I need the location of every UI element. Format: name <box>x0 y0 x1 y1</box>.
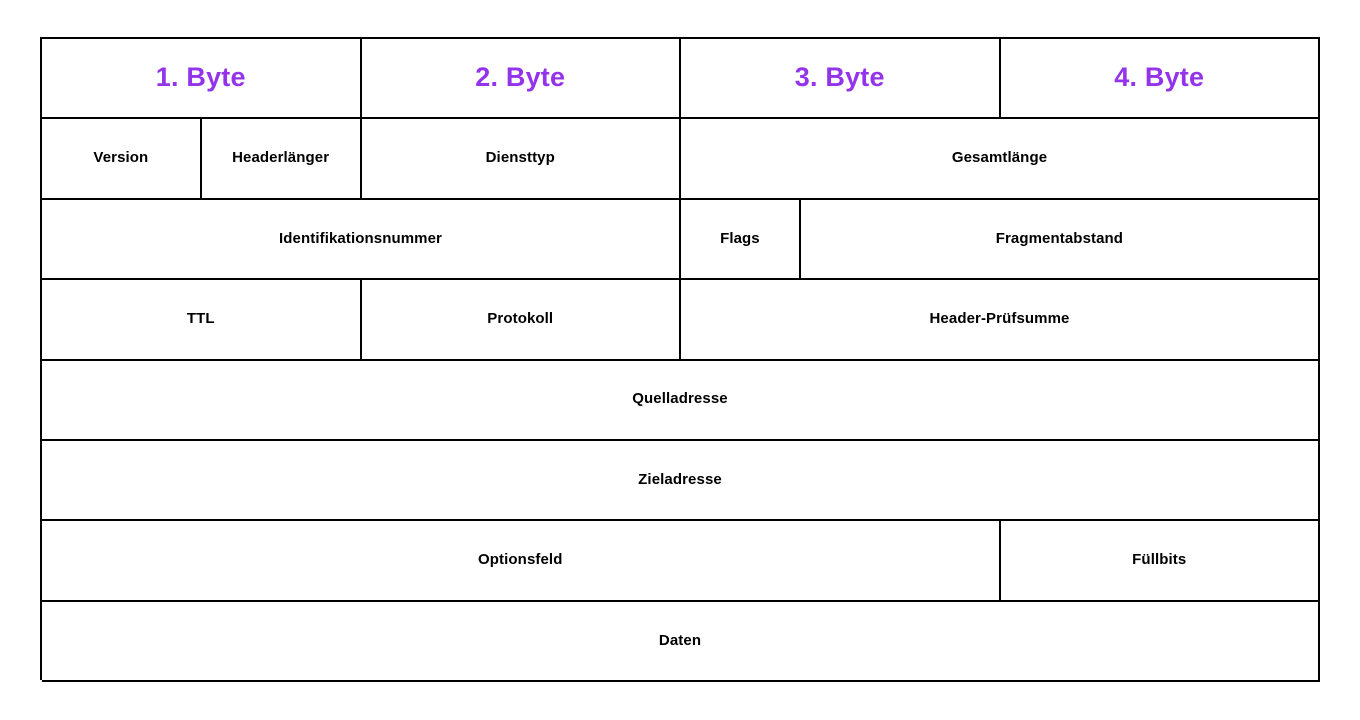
packet-structure-table: 1. Byte 2. Byte 3. Byte 4. Byte Version … <box>40 37 1320 682</box>
table-row-byte-headers: 1. Byte 2. Byte 3. Byte 4. Byte <box>42 39 1320 120</box>
field-cell-fuellbits: Füllbits <box>1000 521 1320 602</box>
table-row-zieladresse: Zieladresse <box>42 440 1320 522</box>
field-label-version: Version <box>93 149 149 167</box>
table-row-optionsfeld: Optionsfeld Füllbits <box>42 521 1320 602</box>
field-cell-version: Version <box>42 119 202 200</box>
field-cell-identifikationsnummer: Identifikationsnummer <box>42 199 681 281</box>
field-cell-protokoll: Protokoll <box>361 280 681 361</box>
field-cell-optionsfeld: Optionsfeld <box>42 521 1001 602</box>
field-cell-fragmentabstand: Fragmentabstand <box>800 199 1320 281</box>
field-cell-diensttyp: Diensttyp <box>361 119 681 200</box>
field-cell-daten: Daten <box>42 601 1320 682</box>
byte-header-cell-4: 4. Byte <box>1000 39 1320 120</box>
table-row-identifikation: Identifikationsnummer Flags Fragmentabst… <box>42 199 1320 281</box>
field-cell-quelladresse: Quelladresse <box>42 360 1320 441</box>
field-label-fragmentabstand: Fragmentabstand <box>995 229 1124 247</box>
field-label-flags: Flags <box>720 229 760 247</box>
byte-header-label-3: 3. Byte <box>794 62 885 93</box>
field-label-identifikationsnummer: Identifikationsnummer <box>279 229 442 247</box>
field-label-quelladresse: Quelladresse <box>632 390 728 408</box>
field-label-headerlaenger: Headerlänger <box>232 149 330 167</box>
field-label-optionsfeld: Optionsfeld <box>478 551 563 569</box>
field-label-daten: Daten <box>658 631 702 649</box>
field-label-zieladresse: Zieladresse <box>638 470 722 488</box>
byte-header-label-4: 4. Byte <box>1114 62 1205 93</box>
field-label-fuellbits: Füllbits <box>1132 551 1187 569</box>
field-cell-gesamtlaenge: Gesamtlänge <box>681 119 1320 200</box>
byte-header-label-1: 1. Byte <box>155 62 246 93</box>
table-row-daten: Daten <box>42 601 1320 682</box>
field-cell-zieladresse: Zieladresse <box>42 440 1320 522</box>
byte-header-label-2: 2. Byte <box>475 62 566 93</box>
field-label-protokoll: Protokoll <box>487 310 554 328</box>
byte-header-cell-1: 1. Byte <box>42 39 362 120</box>
field-label-ttl: TTL <box>186 310 215 328</box>
field-cell-header-pruefsumme: Header-Prüfsumme <box>681 280 1320 361</box>
field-cell-headerlaenger: Headerlänger <box>201 119 362 200</box>
field-cell-flags: Flags <box>681 199 801 281</box>
table-row-ttl: TTL Protokoll Header-Prüfsumme <box>42 280 1320 361</box>
field-cell-ttl: TTL <box>42 280 362 361</box>
table-row-quelladresse: Quelladresse <box>42 360 1320 441</box>
table-row-version: Version Headerlänger Diensttyp Gesamtlän… <box>42 119 1320 200</box>
byte-header-cell-3: 3. Byte <box>681 39 1001 120</box>
field-label-header-pruefsumme: Header-Prüfsumme <box>929 310 1070 328</box>
field-label-diensttyp: Diensttyp <box>485 149 555 167</box>
field-label-gesamtlaenge: Gesamtlänge <box>951 149 1048 167</box>
byte-header-cell-2: 2. Byte <box>361 39 681 120</box>
